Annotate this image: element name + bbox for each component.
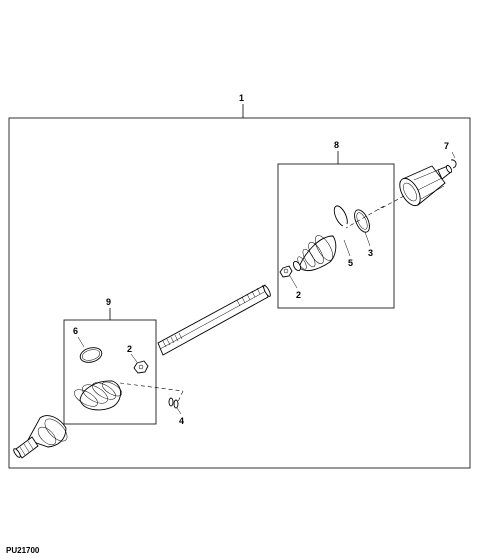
retaining-ring xyxy=(354,209,370,233)
drive-shaft xyxy=(157,284,271,356)
callout-5: 5 xyxy=(348,258,353,268)
callout-leader-4 xyxy=(176,407,182,415)
assembly-axis-mid xyxy=(345,205,385,229)
boot-clamp-small xyxy=(168,397,179,409)
callout-6: 6 xyxy=(73,326,78,336)
assembly-frame xyxy=(8,117,471,469)
callout-4: 4 xyxy=(179,416,184,426)
boot-clamp-large xyxy=(79,347,103,363)
boot-clamp-nut-inner xyxy=(133,360,149,374)
callout-7: 7 xyxy=(444,141,449,151)
callout-leader-2a xyxy=(289,275,298,289)
inner-cv-joint xyxy=(13,415,68,459)
boot-clamp-large-inner xyxy=(81,349,101,361)
callout-2b: 2 xyxy=(127,344,132,354)
callout-2a: 2 xyxy=(296,290,301,300)
retaining-ring-inner xyxy=(356,212,368,230)
boot-clamp-nut-outer xyxy=(279,265,293,278)
inner-boot xyxy=(74,380,123,411)
figure-code: PU21700 xyxy=(6,546,40,555)
callout-leader-3 xyxy=(364,231,371,247)
callout-1: 1 xyxy=(239,93,244,103)
callout-3: 3 xyxy=(368,248,373,258)
circlip xyxy=(450,159,457,169)
snap-ring xyxy=(333,205,348,227)
callout-8: 8 xyxy=(334,140,339,150)
assembly-axis-inner-2 xyxy=(175,390,184,407)
callout-9: 9 xyxy=(106,297,111,307)
outer-cv-joint xyxy=(399,164,453,207)
assembly-axis-outer xyxy=(377,195,405,211)
assembly-axis-inner xyxy=(119,382,184,392)
outer-boot xyxy=(292,235,337,272)
kit-frame-8 xyxy=(277,163,395,309)
callout-leader-6 xyxy=(77,336,85,348)
callout-leader-5 xyxy=(343,239,351,257)
callout-leader-2b xyxy=(130,353,138,363)
callout-leader-7 xyxy=(451,151,456,159)
